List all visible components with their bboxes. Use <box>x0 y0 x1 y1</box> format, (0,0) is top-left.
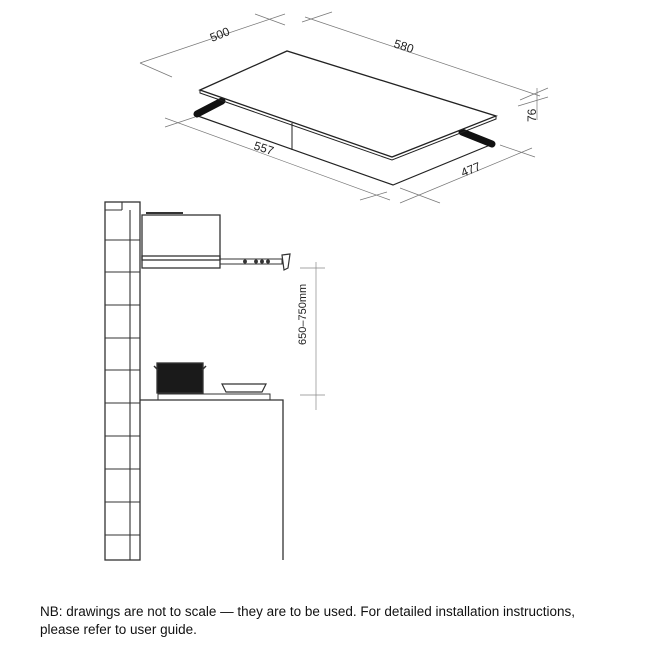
wall <box>104 201 141 561</box>
cooker-hood <box>141 212 291 271</box>
hob-side <box>157 393 271 401</box>
pot <box>156 362 204 394</box>
hob-glass-top <box>198 50 498 158</box>
dim-580: 580 <box>392 37 416 57</box>
clearance-label: 650–750mm <box>297 284 309 345</box>
dim-557: 557 <box>252 139 276 159</box>
left-support <box>193 97 226 118</box>
note-line-2: please refer to user guide. <box>40 622 197 637</box>
dim-500: 500 <box>208 24 232 45</box>
pan <box>221 383 267 393</box>
dim-76: 76 <box>525 108 539 122</box>
cutout-outline <box>194 114 496 186</box>
hob-isometric <box>139 11 549 204</box>
right-support <box>458 128 496 148</box>
disclaimer-note: NB: drawings are not to scale — they are… <box>40 603 640 639</box>
note-line-1: NB: drawings are not to scale — they are… <box>40 604 576 619</box>
dim-477: 477 <box>459 159 483 180</box>
counter <box>140 399 284 560</box>
side-elevation <box>104 201 325 561</box>
